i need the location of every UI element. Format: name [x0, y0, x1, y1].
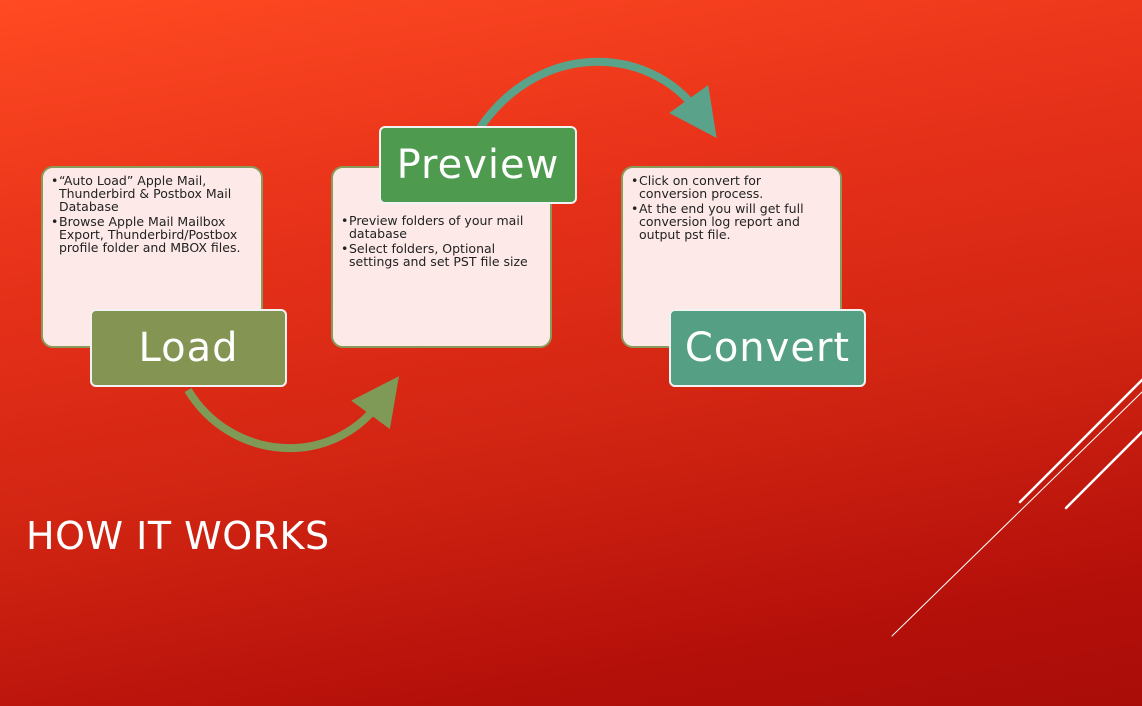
arrow-preview-to-convert [476, 57, 717, 138]
load-description-card: “Auto Load” Apple Mail, Thunderbird & Po… [41, 166, 263, 348]
slide-title: HOW IT WORKS [26, 514, 330, 558]
decorative-lines [891, 378, 1142, 637]
convert-step-label: Convert [669, 309, 866, 387]
arrow-load-to-preview [184, 376, 399, 453]
convert-bullet: Click on convert for conversion process. [631, 174, 832, 200]
load-bullet: Browse Apple Mail Mailbox Export, Thunde… [51, 215, 253, 254]
convert-bullet: At the end you will get full conversion … [631, 202, 832, 241]
preview-bullet: Select folders, Optional settings and se… [341, 242, 542, 268]
load-step-label: Load [90, 309, 287, 387]
load-bullet: “Auto Load” Apple Mail, Thunderbird & Po… [51, 174, 253, 213]
preview-step-label: Preview [379, 126, 577, 204]
preview-bullet: Preview folders of your mail database [341, 214, 542, 240]
